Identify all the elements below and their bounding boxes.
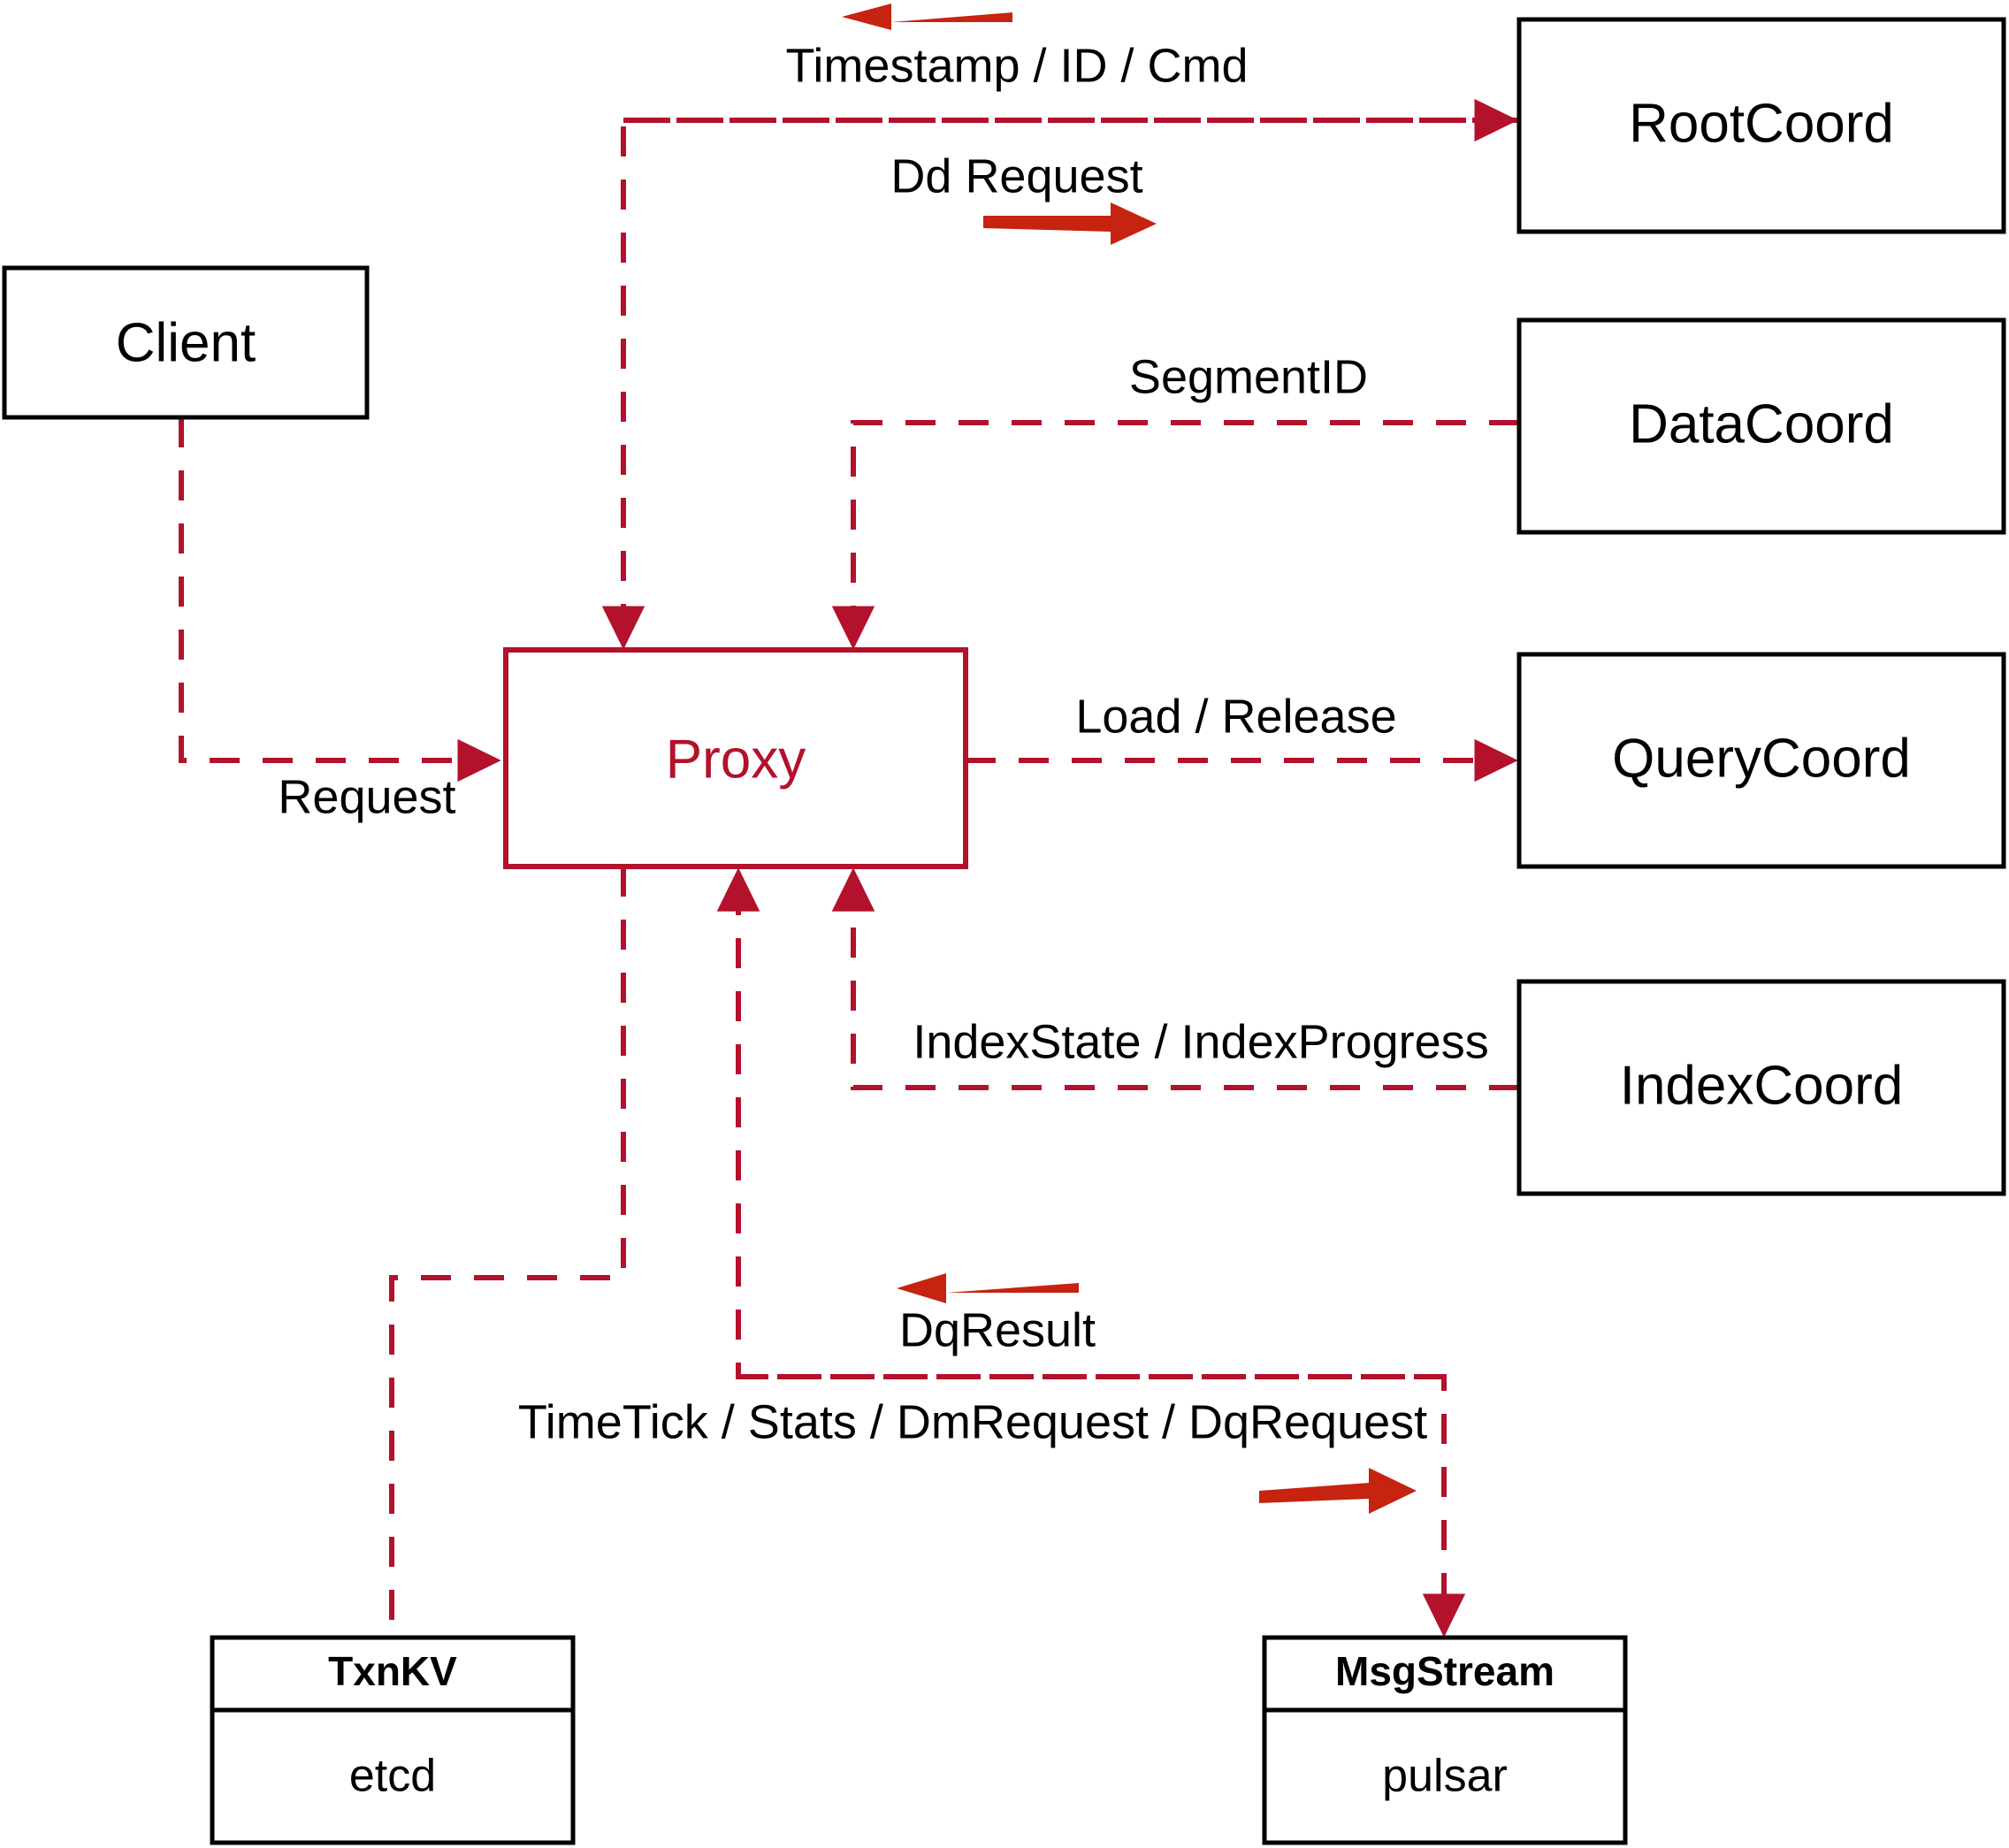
flow-marker-left-timestamp-icon: [842, 4, 1012, 30]
flow-marker-left-dqresult-icon: [897, 1273, 1079, 1303]
node-index-coord[interactable]: IndexCoord: [1516, 979, 2006, 1196]
edge-label-querycoord-load: Load / Release: [1075, 690, 1396, 743]
flow-marker-right-ddrequest-icon: [983, 202, 1157, 245]
node-root-coord-label: RootCoord: [1629, 93, 1894, 154]
node-query-coord-label: QueryCoord: [1612, 728, 1911, 789]
node-index-coord-box[interactable]: [1516, 979, 2006, 1196]
node-proxy-label: Proxy: [666, 729, 806, 790]
node-root-coord[interactable]: RootCoord: [1516, 17, 2006, 234]
edge-label-msgstream-dqresult: DqResult: [899, 1303, 1096, 1356]
node-data-coord-label: DataCoord: [1629, 393, 1894, 454]
node-txnkv-box[interactable]: [210, 1635, 576, 1845]
node-txnkv-body: etcd: [349, 1751, 436, 1802]
node-data-coord[interactable]: DataCoord: [1516, 317, 2006, 535]
edge-client-request: [179, 417, 501, 783]
edge-datacoord-segmentid: [831, 420, 1519, 650]
node-client-box[interactable]: [2, 265, 370, 420]
node-msgstream[interactable]: MsgStream pulsar: [1262, 1635, 1628, 1845]
node-txnkv-header: TxnKV: [328, 1648, 457, 1694]
edge-indexcoord-state: [831, 867, 1519, 1090]
node-client[interactable]: Client: [2, 265, 370, 420]
edge-msgstream-dqresult: [716, 867, 1444, 1379]
node-txnkv[interactable]: TxnKV etcd: [210, 1635, 576, 1845]
flow-marker-right-dqrequest-icon: [1259, 1468, 1417, 1514]
node-msgstream-header: MsgStream: [1335, 1648, 1554, 1694]
edge-label-msgstream-requests: TimeTick / Stats / DmRequest / DqRequest: [518, 1395, 1427, 1448]
edge-proxy-txnkv: [389, 867, 626, 1638]
node-proxy-box[interactable]: [503, 647, 968, 869]
node-client-label: Client: [116, 312, 256, 373]
edge-label-datacoord-segmentid: SegmentID: [1129, 350, 1368, 403]
node-query-coord[interactable]: QueryCoord: [1516, 652, 2006, 869]
edge-label-client-request: Request: [278, 770, 455, 823]
edge-label-indexcoord-state: IndexState / IndexProgress: [913, 1015, 1488, 1068]
node-root-coord-box[interactable]: [1516, 17, 2006, 234]
node-data-coord-box[interactable]: [1516, 317, 2006, 535]
node-msgstream-body: pulsar: [1382, 1751, 1508, 1802]
edge-label-rootcoord-request: Dd Request: [890, 149, 1142, 202]
node-query-coord-box[interactable]: [1516, 652, 2006, 869]
node-proxy[interactable]: Proxy: [503, 647, 968, 869]
node-index-coord-label: IndexCoord: [1620, 1055, 1904, 1116]
edge-rootcoord-response: [601, 118, 1519, 650]
edge-label-rootcoord-response: Timestamp / ID / Cmd: [785, 39, 1248, 92]
edge-msgstream-requests: [738, 1374, 1466, 1638]
node-msgstream-box[interactable]: [1262, 1635, 1628, 1845]
